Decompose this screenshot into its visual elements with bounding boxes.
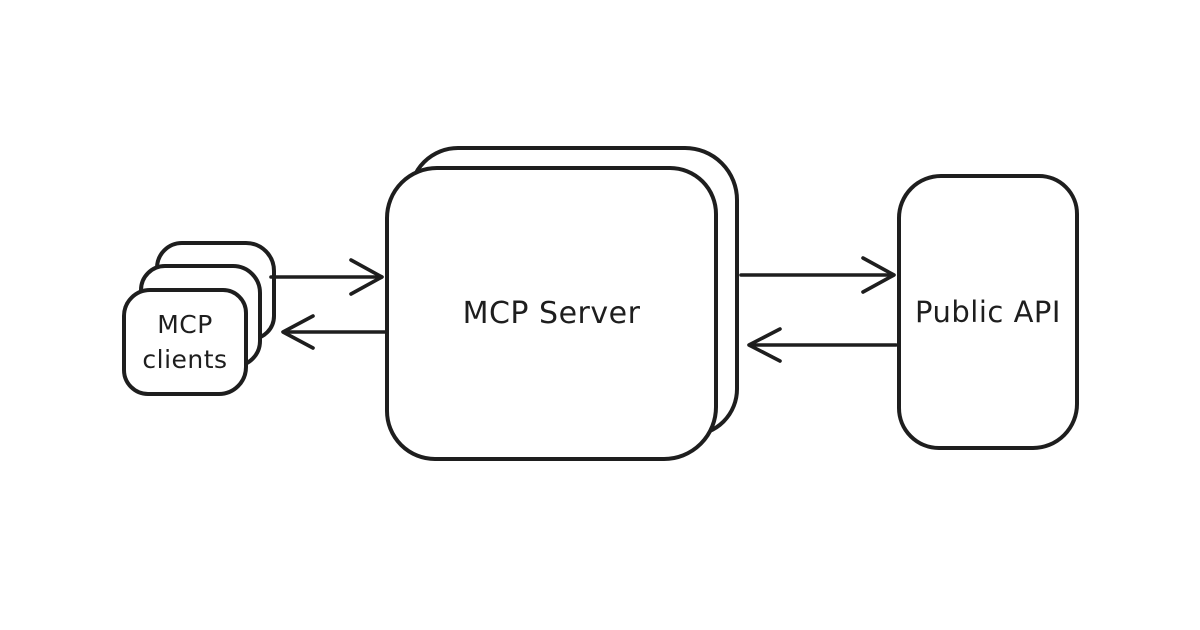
arrowhead-left-icon (281, 314, 315, 350)
public-api-label: Public API (915, 295, 1061, 329)
arrow-clients-to-server (269, 258, 384, 296)
arrow-server-to-clients (281, 314, 387, 350)
mcp-clients-label-line2: clients (142, 345, 228, 374)
arrow-api-to-server (747, 327, 898, 363)
public-api-node: Public API (897, 174, 1079, 450)
mcp-clients-card-front: MCP clients (122, 288, 248, 396)
arrowhead-right-icon (349, 258, 384, 296)
arrowhead-right-icon (861, 256, 896, 294)
mcp-server-box-front: MCP Server (385, 166, 718, 461)
arrow-server-to-api (739, 256, 896, 294)
mcp-server-label: MCP Server (462, 296, 641, 331)
mcp-clients-label-line1: MCP (157, 309, 213, 339)
arrowhead-left-icon (747, 327, 782, 363)
